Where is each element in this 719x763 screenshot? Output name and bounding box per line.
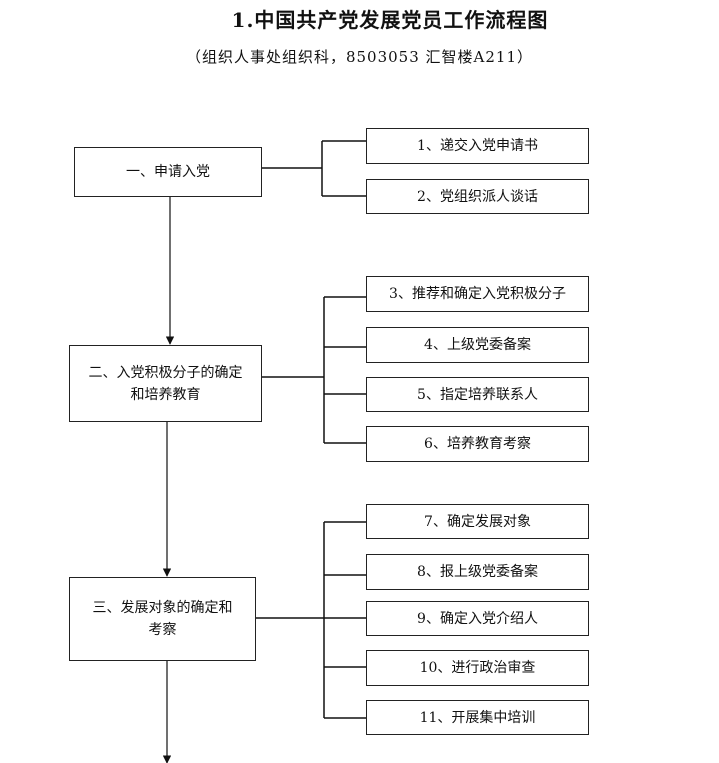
step-label: 1、递交入党申请书 — [417, 138, 538, 154]
step-label: 6、培养教育考察 — [424, 436, 531, 452]
stage-box-apply: 一、申请入党 — [74, 147, 262, 197]
step-box: 6、培养教育考察 — [366, 426, 589, 462]
stage-label-line2: 考察 — [148, 622, 177, 638]
page-title: 1.中国共产党发展党员工作流程图 — [231, 8, 549, 32]
step-box: 2、党组织派人谈话 — [366, 179, 589, 214]
step-box: 11、开展集中培训 — [366, 700, 589, 735]
step-box: 9、确定入党介绍人 — [366, 601, 589, 636]
stage-box-activist: 二、入党积极分子的确定 和培养教育 — [69, 345, 262, 422]
step-box: 1、递交入党申请书 — [366, 128, 589, 164]
step-label: 8、报上级党委备案 — [417, 564, 538, 580]
step-label: 3、推荐和确定入党积极分子 — [389, 286, 566, 302]
step-label: 4、上级党委备案 — [424, 337, 531, 353]
step-label: 5、指定培养联系人 — [417, 386, 538, 403]
step-box: 8、报上级党委备案 — [366, 554, 589, 590]
step-box: 7、确定发展对象 — [366, 504, 589, 539]
stage-label: 一、申请入党 — [126, 164, 210, 180]
stage-label-line2: 和培养教育 — [130, 386, 201, 403]
stage-label: 二、入党积极分子的确定 — [88, 364, 243, 381]
step-box: 10、进行政治审查 — [366, 650, 589, 686]
step-box: 3、推荐和确定入党积极分子 — [366, 276, 589, 312]
step-label: 7、确定发展对象 — [424, 513, 531, 530]
stage-box-candidate: 三、发展对象的确定和 考察 — [69, 577, 256, 661]
page-subtitle: （组织人事处组织科，8503053 汇智楼A211） — [185, 48, 534, 66]
step-label: 10、进行政治审查 — [419, 660, 536, 676]
step-label: 9、确定入党介绍人 — [417, 610, 538, 627]
step-box: 4、上级党委备案 — [366, 327, 589, 363]
step-box: 5、指定培养联系人 — [366, 377, 589, 412]
step-label: 2、党组织派人谈话 — [417, 188, 538, 205]
step-label: 11、开展集中培训 — [419, 709, 536, 726]
stage-label: 三、发展对象的确定和 — [92, 600, 233, 616]
